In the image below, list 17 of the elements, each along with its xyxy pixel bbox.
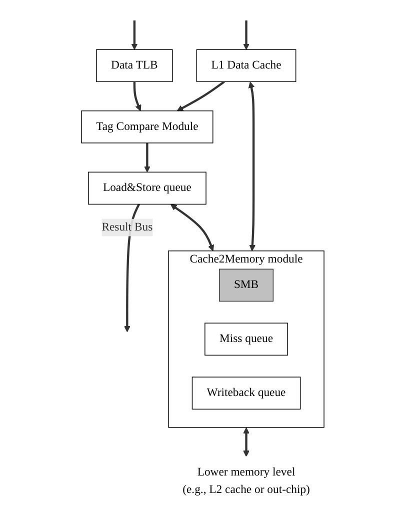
node-box: Load&Store queue bbox=[88, 172, 206, 205]
arrow bbox=[133, 82, 142, 112]
arrow bbox=[176, 80, 225, 112]
arrow bbox=[131, 20, 138, 50]
arrow bbox=[243, 20, 250, 50]
node-box: Data TLB bbox=[96, 49, 173, 82]
node-box: L1 Data Cache bbox=[196, 49, 296, 82]
node-box: Miss queue bbox=[204, 322, 288, 356]
edge-label: Result Bus bbox=[102, 220, 153, 234]
node-box: SMB bbox=[218, 268, 274, 302]
arrow bbox=[170, 204, 214, 252]
node-box: Tag Compare Module bbox=[81, 110, 214, 144]
node-text: Lower memory level (e.g., L2 cache or out-chip) bbox=[182, 466, 310, 496]
node-box: Writeback queue bbox=[192, 376, 301, 410]
arrow bbox=[144, 142, 150, 172]
arrow bbox=[248, 82, 256, 252]
arrow bbox=[243, 427, 250, 457]
